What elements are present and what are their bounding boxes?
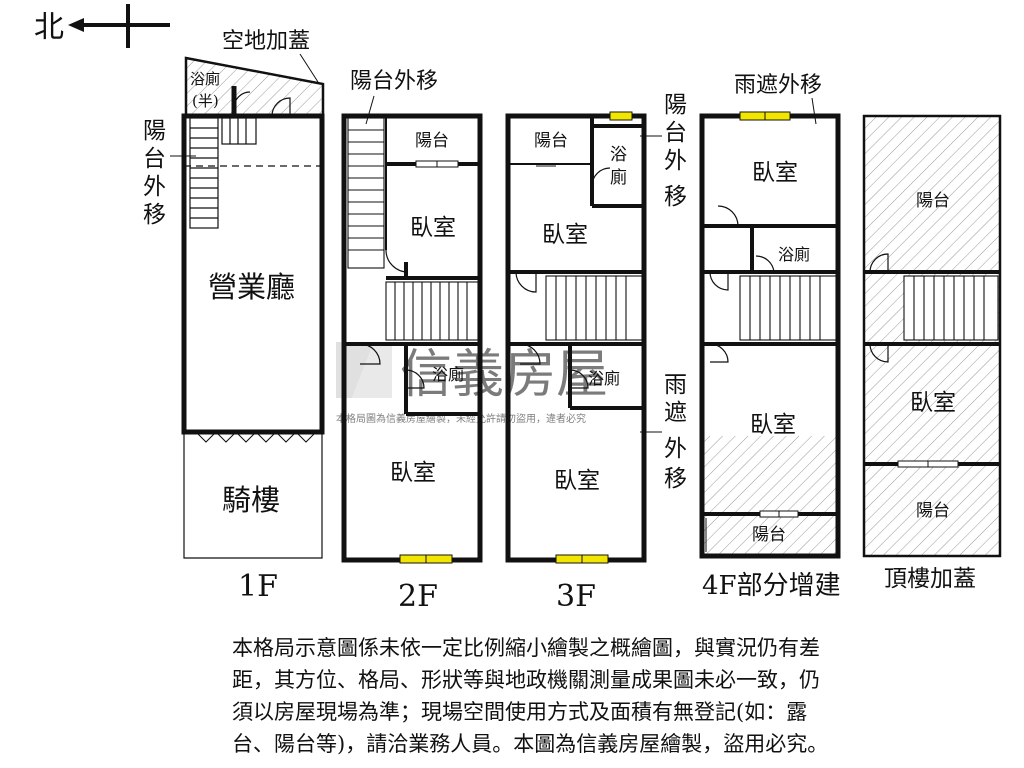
balcony-bottom-label: 陽台 — [916, 501, 950, 521]
bedroom-top-label: 臥室 — [752, 160, 798, 186]
stairs-3f — [545, 275, 643, 341]
balcony-moved-char: 陽 — [664, 92, 687, 118]
bedroom-bottom-label: 臥室 — [750, 412, 796, 438]
bedroom-bottom-label: 臥室 — [390, 460, 436, 486]
bath-top-char: 浴 — [610, 145, 627, 165]
window-3f-top — [609, 111, 633, 121]
bath-label: 浴廁 — [190, 70, 220, 88]
floor-title-4f: 4F部分增建 — [702, 571, 841, 601]
balcony-moved-char: 外 — [664, 148, 687, 174]
balcony-moved-label: 陽台外移 — [350, 69, 438, 94]
bath-half-label: (半) — [192, 92, 219, 110]
floor-title-2f: 2F — [398, 579, 438, 614]
arcade-outline — [183, 432, 323, 559]
bedroom-top-label: 臥室 — [410, 215, 456, 241]
floor-title-roof: 頂樓加蓋 — [884, 566, 976, 592]
disclaimer-line: 須以房屋現場為準；現場空間使用方式及面積有無登記(如：露 — [232, 700, 808, 724]
bedroom-bottom-label: 臥室 — [554, 468, 600, 494]
balcony-label: 陽台 — [415, 131, 449, 151]
business-hall-label: 營業廳 — [208, 270, 295, 304]
balcony-moved-char: 台 — [143, 146, 166, 172]
annex-area — [186, 58, 323, 116]
balcony-label: 陽台 — [752, 525, 786, 545]
floor-roof: 陽台 臥室 陽台 頂樓加蓋 — [862, 114, 1002, 592]
stairs-1f — [189, 117, 257, 229]
balcony-moved-char: 外 — [143, 174, 166, 200]
arcade-label: 騎樓 — [222, 483, 280, 517]
disclaimer: 本格局示意圖係未依一定比例縮小繪製之概繪圖，與實況仍有差 距，其方位、格局、形狀… — [232, 632, 967, 760]
floor-4f: 雨遮外移 臥室 浴廁 臥室 陽台 4F部分增建 — [699, 73, 841, 601]
bath-label: 浴廁 — [432, 365, 464, 384]
balcony-moved-char: 移 — [143, 202, 166, 228]
watermark-brand: 信義房屋 — [400, 345, 608, 405]
floor-title-3f: 3F — [556, 579, 596, 614]
bath-top-char: 廁 — [610, 167, 627, 188]
storefront-doors — [190, 431, 317, 443]
disclaimer-line: 距，其方位、格局、形狀等與地政機關測量成果圖未必一致，仍 — [232, 668, 820, 692]
canopy-moved-char: 雨 — [664, 372, 687, 398]
floor-1f: 空地加蓋 浴廁 (半) 陽 台 外 移 營業廳 騎樓 1F — [143, 29, 325, 604]
bedroom-top-label: 臥室 — [542, 222, 588, 248]
balcony-moved-char: 台 — [664, 120, 687, 146]
canopy-moved-char: 外 — [664, 436, 687, 462]
floor-2f: 陽台外移 陽台 臥室 浴廁 臥室 2F — [341, 69, 483, 614]
canopy-moved-char: 遮 — [664, 400, 687, 426]
balcony-label: 陽台 — [534, 131, 568, 151]
bath-label: 浴廁 — [778, 245, 810, 264]
bedroom-label: 臥室 — [910, 390, 956, 416]
floor-3f: 陽台 浴 廁 陽 台 外 移 臥室 浴廁 臥室 雨 遮 外 移 3F — [505, 92, 687, 614]
north-arrow: 北 — [34, 4, 170, 48]
balcony-moved-char: 陽 — [143, 118, 166, 144]
annex-label: 空地加蓋 — [222, 29, 310, 54]
bath-label: 浴廁 — [588, 369, 620, 388]
floor-plan-drawing: 信義房屋 本格局圖為信義房屋繪製，未經允許請勿盜用，違者必究 北 — [34, 4, 1002, 614]
extension-area — [704, 436, 836, 514]
stairs-4f — [739, 275, 837, 341]
stairs-roof — [903, 275, 999, 341]
disclaimer-line: 本格局示意圖係未依一定比例縮小繪製之概繪圖，與實況仍有差 — [232, 636, 820, 660]
balcony-top-label: 陽台 — [916, 191, 950, 211]
disclaimer-line: 台、陽台等)，請洽業務人員。本圖為信義房屋繪製，盜用必究。 — [232, 732, 829, 756]
watermark-notice: 本格局圖為信義房屋繪製，未經允許請勿盜用，違者必究 — [336, 412, 586, 425]
canopy-moved-char: 移 — [664, 466, 687, 492]
canopy-moved-label: 雨遮外移 — [734, 73, 822, 98]
north-label: 北 — [34, 10, 64, 45]
floor-title-1f: 1F — [238, 569, 278, 604]
balcony-moved-char: 移 — [664, 184, 687, 210]
stairs-2f — [347, 117, 479, 341]
